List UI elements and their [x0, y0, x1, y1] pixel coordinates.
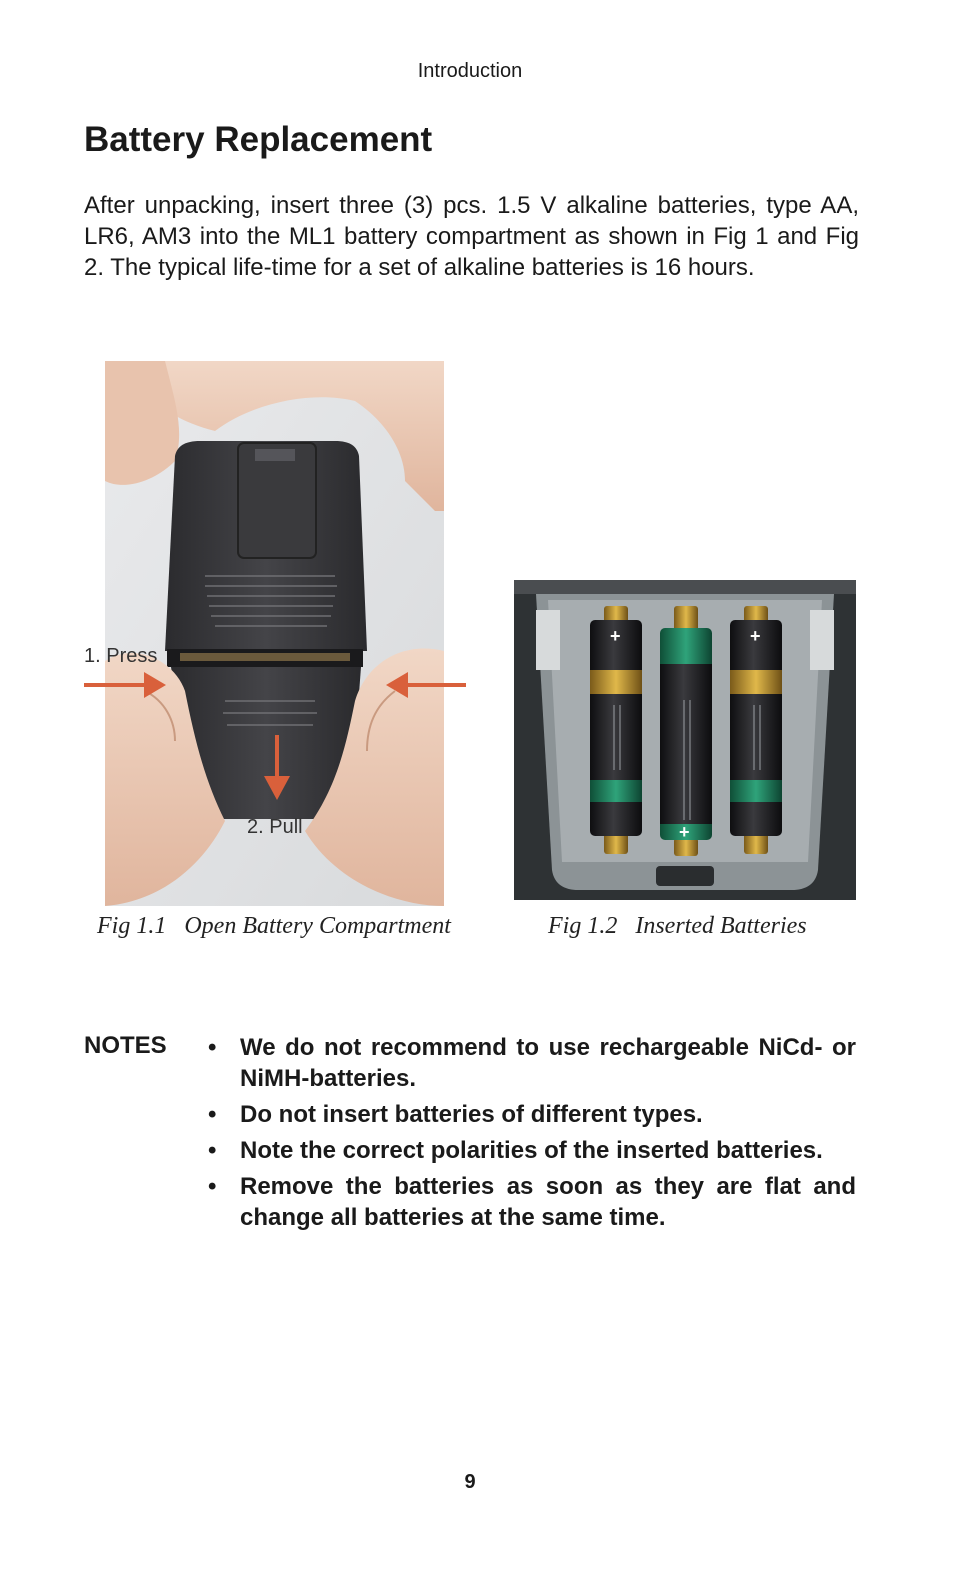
- notes-label: NOTES: [84, 1032, 167, 1059]
- battery-middle: [660, 628, 712, 840]
- intro-paragraph: After unpacking, insert three (3) pcs. 1…: [84, 192, 859, 281]
- note-item: • Note the correct polarities of the ins…: [208, 1135, 856, 1166]
- note-text: Note the correct polarities of the inser…: [240, 1137, 823, 1164]
- press-arrow-right: [386, 672, 466, 698]
- pull-arrow-down: [264, 735, 290, 800]
- note-item: • We do not recommend to use rechargeabl…: [208, 1032, 856, 1094]
- pull-label: 2. Pull: [247, 816, 303, 838]
- bullet: •: [208, 1101, 217, 1128]
- press-label: 1. Press: [84, 645, 158, 667]
- note-item: • Do not insert batteries of different t…: [208, 1099, 856, 1130]
- fig1-caption: Fig 1.1 Open Battery Compartment: [97, 913, 451, 939]
- note-item: • Remove the batteries as soon as they a…: [208, 1171, 856, 1233]
- press-pull-arrows: [84, 672, 466, 800]
- fig2-caption: Fig 1.2 Inserted Batteries: [548, 913, 807, 939]
- open-compartment-illustration: [105, 361, 444, 906]
- bullet: •: [208, 1137, 217, 1164]
- inserted-batteries-photo: + + +: [514, 580, 856, 900]
- battery-left: [590, 620, 642, 836]
- press-arrow-left: [84, 672, 166, 698]
- note-text: Do not insert batteries of different typ…: [240, 1101, 703, 1128]
- note-text: We do not recommend to use rechargeable …: [240, 1034, 856, 1092]
- bullet: •: [208, 1034, 217, 1061]
- bullet: •: [208, 1173, 217, 1200]
- inserted-batteries-illustration: + + +: [514, 580, 856, 900]
- open-compartment-photo: [105, 361, 444, 906]
- running-head: Introduction: [417, 60, 523, 82]
- note-text: Remove the batteries as soon as they are…: [240, 1173, 856, 1231]
- page-number: 9: [464, 1471, 476, 1493]
- polarity-plus-right: +: [750, 626, 761, 646]
- battery-right: [730, 620, 782, 836]
- polarity-plus-middle: +: [679, 822, 690, 842]
- polarity-plus-left: +: [610, 626, 621, 646]
- section-title: Battery Replacement: [84, 120, 433, 159]
- notes-list: • We do not recommend to use rechargeabl…: [208, 1032, 856, 1238]
